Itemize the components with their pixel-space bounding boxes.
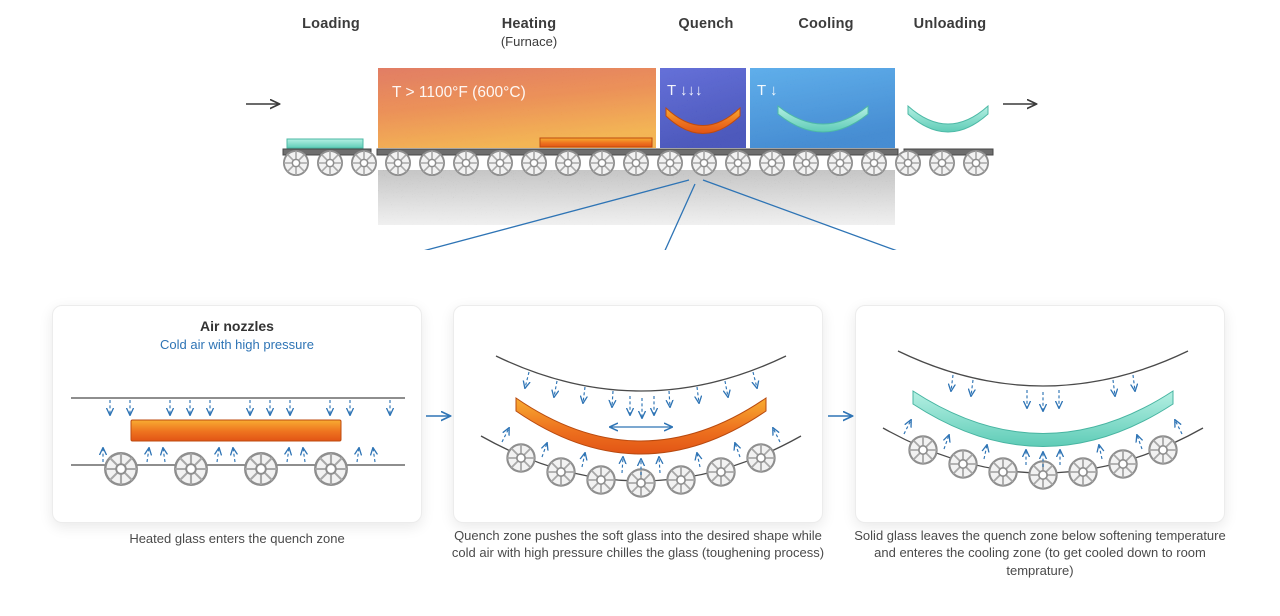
roller-icon xyxy=(759,150,785,176)
cooling-glass xyxy=(777,104,869,133)
roller-icon xyxy=(351,150,377,176)
panel-quench-entry: Air nozzles Cold air with high pressure xyxy=(52,305,422,523)
panel-caption-forming: Quench zone pushes the soft glass into t… xyxy=(451,528,825,561)
roller-icon xyxy=(623,150,649,176)
roller-icon xyxy=(746,443,776,473)
unloading-glass xyxy=(907,104,989,133)
panel-quench-forming xyxy=(453,305,823,523)
roller-icon xyxy=(657,150,683,176)
roller-icon xyxy=(314,452,348,486)
cooling-temp-label: T ↓ xyxy=(757,82,778,99)
hot-glass-slab xyxy=(130,419,342,442)
cold-air-down-arrows xyxy=(110,400,390,415)
machine-illustration: T > 1100°F (600°C) T ↓↓↓ T ↓ xyxy=(246,68,1280,250)
roller-icon xyxy=(908,435,938,465)
flow-arrow-2-icon xyxy=(828,407,856,425)
roller-icon xyxy=(725,150,751,176)
roller-icon xyxy=(929,150,955,176)
roller-icon xyxy=(895,150,921,176)
roller-icon xyxy=(586,465,616,495)
roller-icon xyxy=(283,150,309,176)
callout-arrows xyxy=(424,179,897,250)
roller-icon xyxy=(521,150,547,176)
roller-icon xyxy=(419,150,445,176)
roller-icon xyxy=(589,150,615,176)
flow-arrow-1-icon xyxy=(426,407,454,425)
soft-glass-bending xyxy=(515,397,767,455)
roller-icon xyxy=(666,465,696,495)
quench-entry-diagram xyxy=(71,397,405,486)
panel-caption-exit: Solid glass leaves the quench zone below… xyxy=(854,528,1226,578)
quench-glass xyxy=(665,106,741,134)
stage-label-loading: Loading xyxy=(302,16,360,32)
stage-label-unloading: Unloading xyxy=(913,16,987,32)
panel-quench-exit xyxy=(855,305,1225,523)
roller-icon xyxy=(827,150,853,176)
quench-temp-label: T ↓↓↓ xyxy=(667,82,703,99)
roller-icon xyxy=(706,457,736,487)
air-nozzles-title: Air nozzles xyxy=(200,318,274,334)
foundation-texture xyxy=(378,170,895,225)
roller-icon xyxy=(861,150,887,176)
roller-icon xyxy=(546,457,576,487)
quench-forming-diagram xyxy=(480,355,802,498)
furnace-glass xyxy=(539,137,653,148)
roller-icon xyxy=(1108,449,1138,479)
roller-icon xyxy=(104,452,138,486)
roller-icon xyxy=(988,457,1018,487)
roller-icon xyxy=(506,443,536,473)
zones-texture xyxy=(378,68,895,148)
roller-icon xyxy=(244,452,278,486)
loading-glass xyxy=(286,138,364,149)
upper-nozzle-arc xyxy=(897,350,1189,387)
upper-nozzle-arc xyxy=(495,355,787,392)
stage-label-cooling: Cooling xyxy=(798,16,854,32)
panel-caption-entry: Heated glass enters the quench zone xyxy=(129,531,345,546)
quench-exit-diagram xyxy=(882,350,1204,490)
cold-air-down-arrows xyxy=(525,371,757,418)
roller-icon xyxy=(1148,435,1178,465)
roller-icon xyxy=(555,150,581,176)
callout-arrow-right-icon xyxy=(702,179,897,250)
cold-air-subtitle: Cold air with high pressure xyxy=(160,337,314,352)
panel-rollers xyxy=(104,452,348,486)
stage-label-furnace: (Furnace) xyxy=(500,34,558,49)
roller-icon xyxy=(385,150,411,176)
callout-arrow-middle-icon xyxy=(664,183,696,250)
furnace-temp-label: T > 1100°F (600°C) xyxy=(392,84,526,101)
roller-icon xyxy=(317,150,343,176)
solid-glass-curved xyxy=(912,390,1174,447)
conveyor-rollers xyxy=(283,150,989,176)
cold-air-down-arrows xyxy=(951,374,1135,411)
cold-air-up-arrows xyxy=(103,448,375,463)
cold-air-up-arrows xyxy=(501,428,781,475)
cold-air-up-arrows xyxy=(903,420,1183,467)
roller-icon xyxy=(487,150,513,176)
roller-icon xyxy=(948,449,978,479)
stage-label-heating: Heating xyxy=(501,16,557,32)
callout-arrow-left-icon xyxy=(424,179,690,250)
roller-icon xyxy=(963,150,989,176)
stage-label-quench: Quench xyxy=(678,16,734,32)
roller-icon xyxy=(1068,457,1098,487)
roller-icon xyxy=(793,150,819,176)
roller-icon xyxy=(174,452,208,486)
roller-icon xyxy=(453,150,479,176)
roller-icon xyxy=(691,150,717,176)
